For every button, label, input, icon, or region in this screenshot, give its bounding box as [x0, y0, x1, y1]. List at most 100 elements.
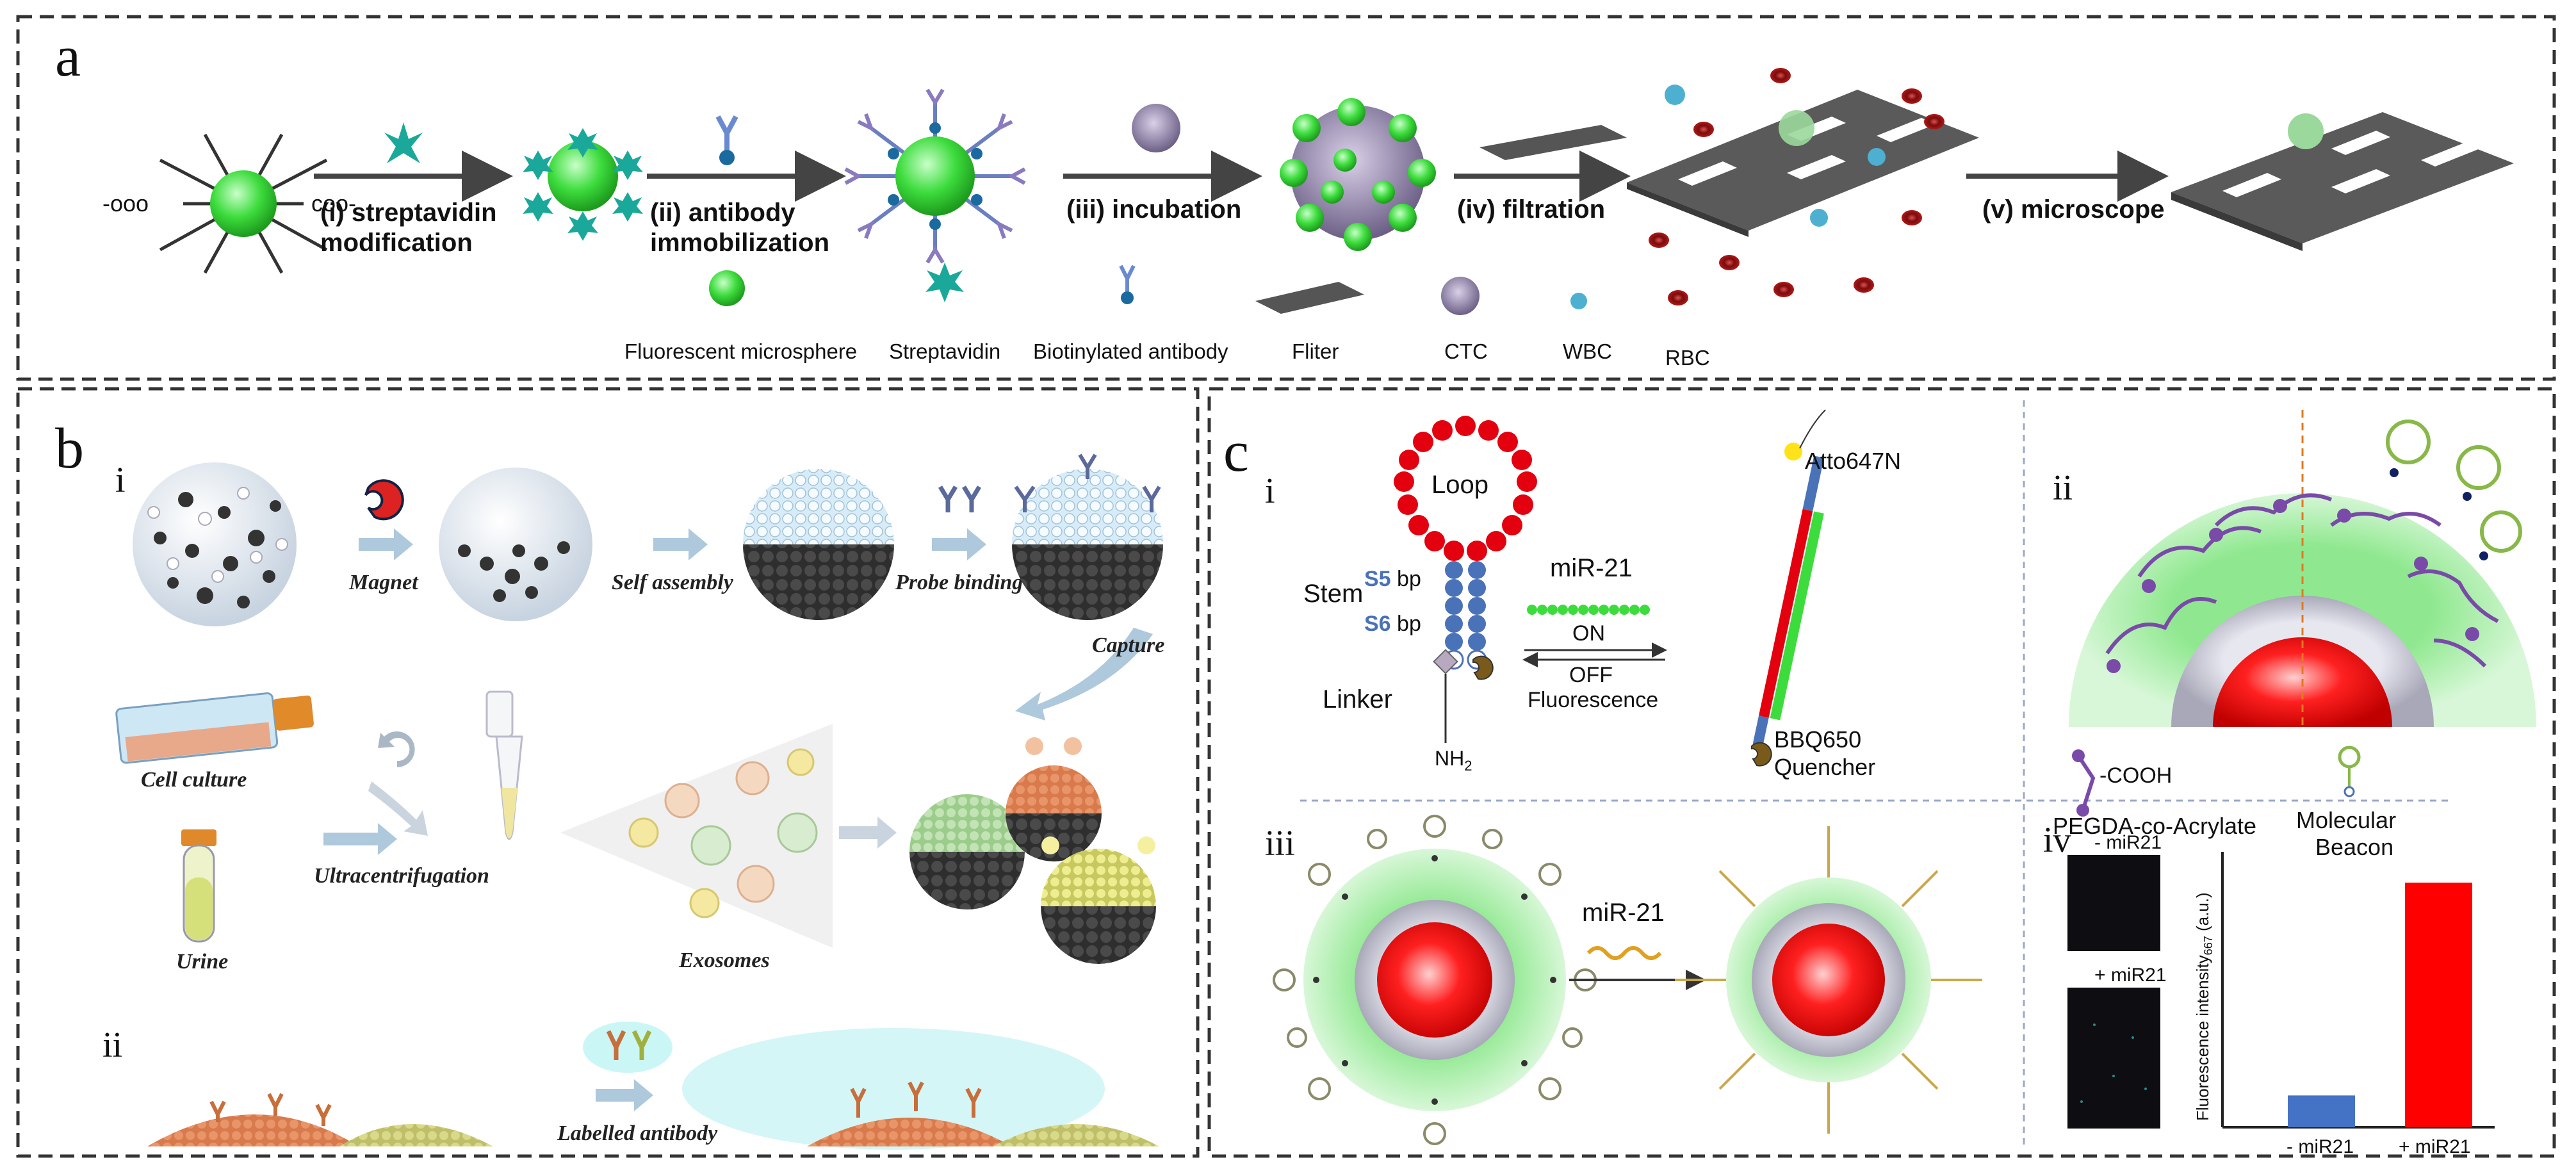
tick-label-plus-mir21: + miR21 [2399, 1136, 2471, 1157]
separated-beads-sphere [439, 468, 592, 621]
labelled-surface-right [682, 1028, 1159, 1150]
filter-with-cells [1627, 68, 1979, 297]
step-4-label: (iv) filtration [1457, 195, 1605, 224]
legend-biotinylated-antibody: Biotinylated antibody [1033, 339, 1228, 363]
panel-b-roman-ii: ii [102, 1025, 122, 1065]
label-labelled-antibody: Labelled antibody [557, 1121, 718, 1145]
legend-streptavidin-icon [925, 263, 964, 302]
molecular-beacon-icon [2338, 746, 2361, 797]
particle-after [1675, 826, 1982, 1134]
bbq650-label: BBQ650 [1774, 726, 1861, 753]
label-exosomes: Exosomes [678, 949, 770, 972]
quencher-label: Quencher [1774, 754, 1875, 780]
beacon-off-label: OFF [1569, 663, 1613, 687]
legend-fluorescent-microsphere: Fluorescent microsphere [624, 339, 857, 363]
beacon-label: Beacon [2315, 834, 2393, 860]
chart-y-label: Fluorescence intensity667 (a.u.) [2193, 892, 2215, 1121]
panel-b-frame [16, 387, 1200, 1158]
legend-rbc-icon [1668, 290, 1688, 306]
legend-ctc: CTC [1444, 339, 1488, 363]
antibody-microsphere [844, 88, 1026, 264]
step-5-label: (v) microscope [1982, 195, 2165, 224]
exosomes-group [628, 748, 818, 918]
legend-fluorescent-microsphere-icon [709, 270, 745, 306]
label-cell-culture: Cell culture [141, 768, 247, 792]
arrow-b-lower-3 [839, 817, 897, 849]
beacon-fluorescence-label: Fluorescence [1528, 688, 1658, 712]
cell-culture-flask [115, 692, 314, 764]
probe-antibody-icon [938, 485, 982, 512]
mir21-strand [1527, 605, 1650, 615]
cooh-chain-icon [2072, 749, 2096, 817]
mir21-wave-icon [1586, 946, 1662, 960]
legend-wbc: WBC [1563, 339, 1612, 363]
svg-text:-ooo: -ooo [102, 190, 149, 216]
bar-minus-mir21 [2288, 1095, 2355, 1127]
cooh-label: -COOH [2099, 763, 2172, 788]
panel-c-frame [1207, 387, 2556, 1158]
image-label-plus: + miR21 [2094, 965, 2167, 986]
panel-a-letter: a [55, 25, 81, 88]
beacon-linker-label: Linker [1323, 685, 1392, 713]
image-label-minus: - miR21 [2094, 832, 2162, 853]
biotinylated-antibody-icon [715, 115, 738, 165]
pegda-label: PEGDA-co-Acrylate [2053, 813, 2256, 839]
beacon-nh2-label: NH2 [1435, 747, 1472, 774]
arrow-b2 [653, 528, 708, 560]
filter-microscope [2171, 112, 2514, 251]
mir21-label-top: miR-21 [1550, 554, 1633, 582]
beacon-s5-bp: S5 bp [1364, 567, 1421, 591]
beacon-loop-label: Loop [1431, 471, 1488, 499]
bar-plus-mir21 [2405, 883, 2472, 1127]
centrifuge-icon [378, 731, 415, 767]
atto-tail [1799, 409, 1826, 449]
label-ultracentrifugation: Ultracentrifugation [314, 864, 489, 888]
streptavidin-icon [384, 122, 423, 163]
filter-icon-small [1476, 125, 1627, 160]
panel-c-roman-i: i [1265, 471, 1275, 511]
magnet-icon [364, 479, 404, 521]
arrow-b3 [932, 528, 986, 560]
microtube [485, 690, 523, 840]
labelled-antibody-icon [583, 1022, 673, 1073]
panel-c-roman-ii: ii [2053, 468, 2073, 508]
step-2-line1: (ii) antibody [650, 199, 795, 227]
panel-c-roman-iii: iii [1265, 824, 1295, 863]
legend-ctc-icon [1441, 277, 1480, 315]
panel-c-roman-iv: iv [2043, 820, 2071, 860]
step-1-line2: modification [320, 229, 473, 257]
arrow-b-ii [596, 1079, 653, 1111]
labelled-surface-left [147, 1093, 493, 1146]
molecular-label: Molecular [2296, 807, 2396, 833]
beacon-on-label: ON [1572, 621, 1605, 646]
label-capture: Capture [1092, 633, 1164, 657]
janus-particle [743, 469, 894, 620]
tick-label-minus-mir21: - miR21 [2287, 1136, 2354, 1157]
legend-filter-icon [1185, 282, 1364, 314]
label-magnet: Magnet [348, 571, 419, 594]
label-urine: Urine [176, 950, 228, 974]
captured-particle-yellow [1041, 836, 1156, 964]
carboxyl-microsphere: -ooo coo- [102, 133, 356, 274]
open-beacon-duplex [1752, 455, 1824, 746]
arrow-b-lower-1 [323, 823, 397, 855]
capture-arrow [1015, 628, 1153, 721]
arrow-b-lower-2 [368, 781, 428, 836]
step-1-line1: (i) streptavidin [320, 199, 497, 227]
fluorescence-bar-chart: - miR21 + miR21 Fluorescence intensity66… [2193, 852, 2495, 1157]
label-probe-binding: Probe binding [895, 571, 1023, 594]
mir21-reaction-label: miR-21 [1582, 899, 1665, 927]
panel-a-frame [16, 15, 2556, 381]
step-3-label: (iii) incubation [1066, 195, 1241, 224]
hydrogel-particle-half [2069, 410, 2536, 727]
svg-text:coo-: coo- [311, 190, 356, 216]
step-2-line2: immobilization [650, 229, 829, 257]
panel-b-letter: b [55, 417, 84, 480]
beacon-stem-label: Stem [1303, 580, 1363, 608]
janus-probe-particle [1012, 453, 1163, 620]
arrow-b1 [359, 528, 413, 560]
atto647n-label: Atto647N [1805, 448, 1901, 474]
panel-c-letter: c [1223, 420, 1249, 484]
quencher-icon [1751, 742, 1772, 767]
